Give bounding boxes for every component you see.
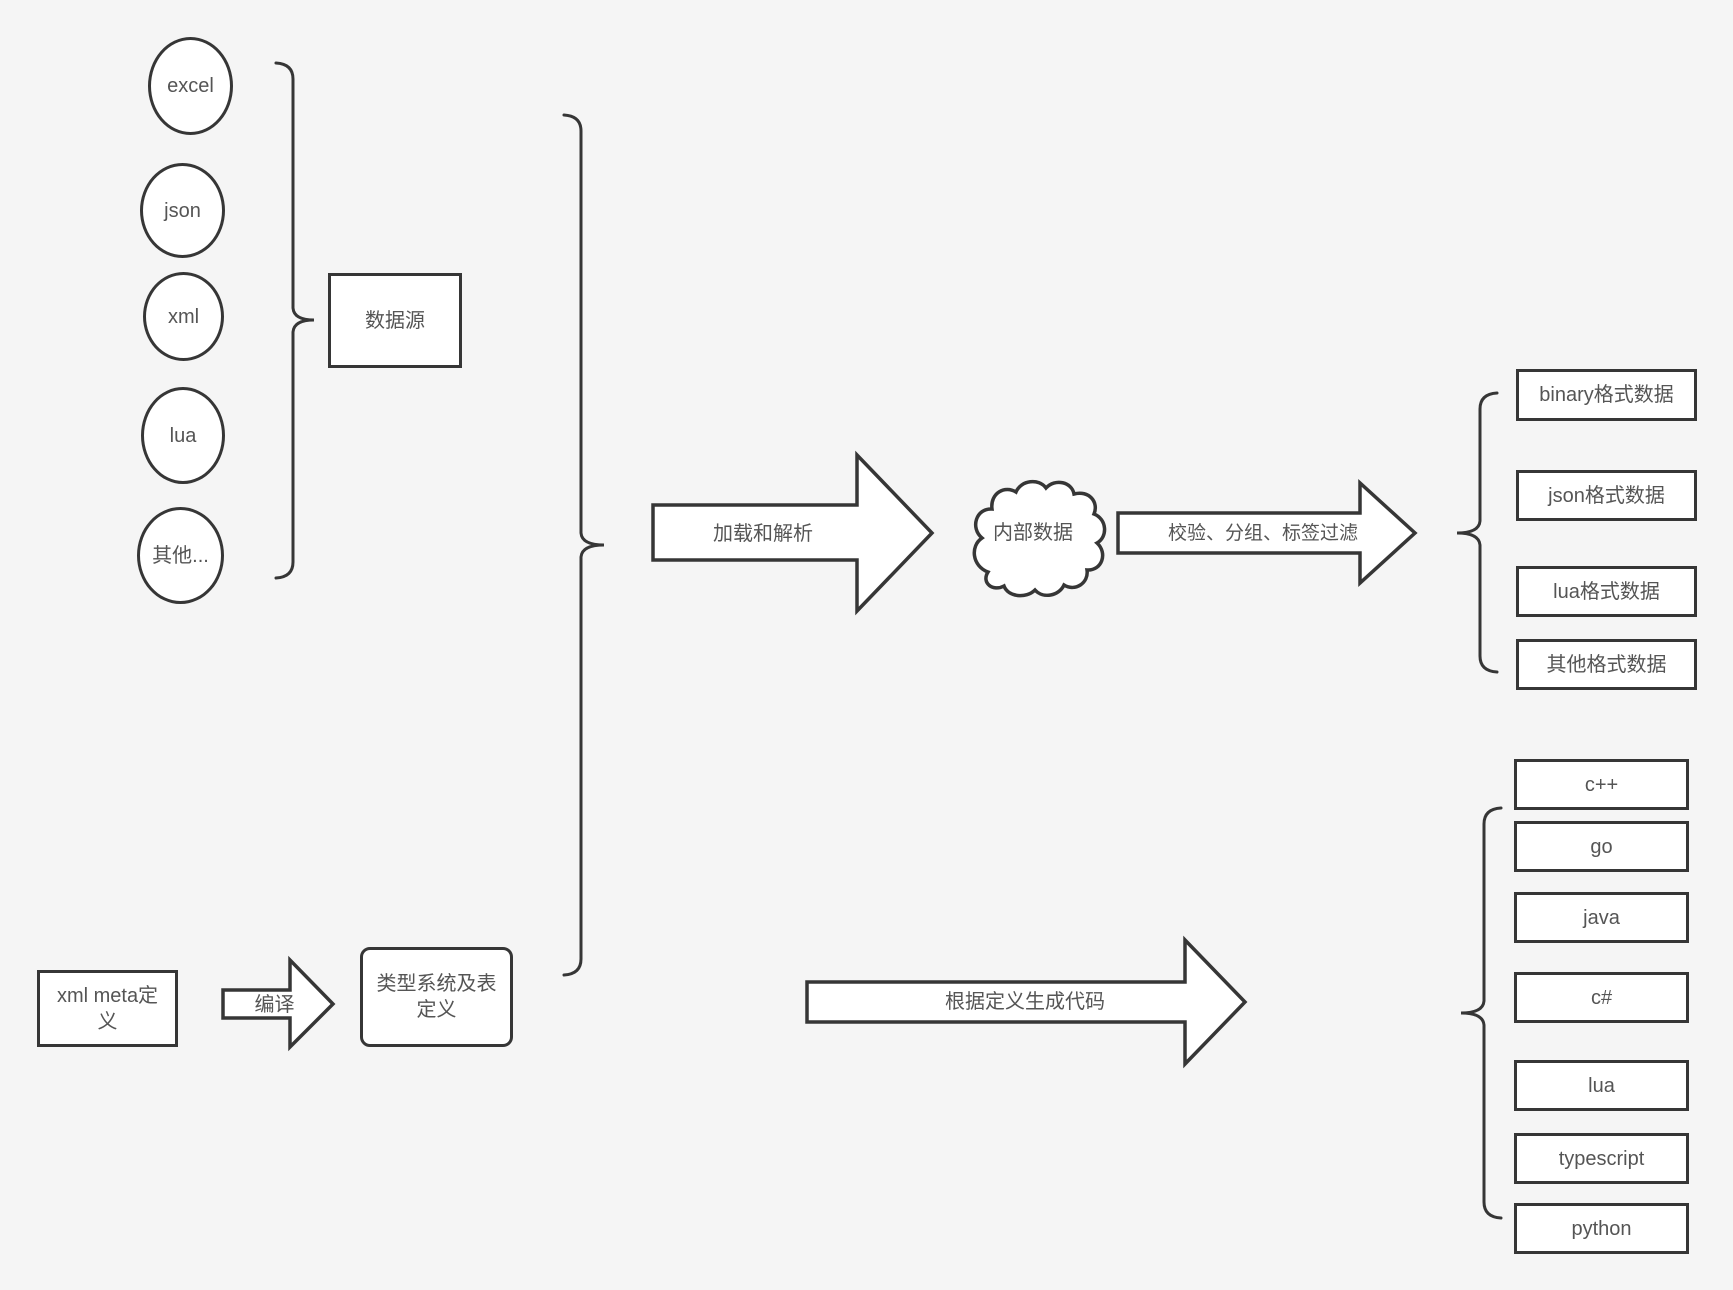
source-ellipse-other: 其他... bbox=[137, 507, 224, 604]
output-box-binary: binary格式数据 bbox=[1516, 369, 1697, 421]
type-system-box: 类型系统及表定义 bbox=[360, 947, 513, 1047]
code-outputs-brace bbox=[1460, 806, 1503, 1220]
code-box-csharp: c# bbox=[1514, 972, 1689, 1023]
filter-arrow bbox=[1116, 479, 1418, 587]
code-box-lua: lua bbox=[1514, 1060, 1689, 1111]
source-ellipse-json: json bbox=[140, 163, 225, 258]
code-box-java: java bbox=[1514, 892, 1689, 943]
code-box-python: python bbox=[1514, 1203, 1689, 1254]
load-parse-arrow-label: 加载和解析 bbox=[713, 523, 813, 545]
code-box-typescript: typescript bbox=[1514, 1133, 1689, 1184]
data-source-box: 数据源 bbox=[328, 273, 462, 368]
code-box-go: go bbox=[1514, 821, 1689, 872]
output-box-other: 其他格式数据 bbox=[1516, 639, 1697, 690]
load-parse-arrow bbox=[651, 450, 935, 616]
xml-meta-box: xml meta定义 bbox=[37, 970, 178, 1047]
generate-code-arrow bbox=[805, 935, 1248, 1069]
source-ellipse-excel: excel bbox=[148, 37, 233, 135]
source-ellipse-xml: xml bbox=[143, 272, 224, 361]
internal-data-cloud bbox=[972, 479, 1107, 598]
compile-arrow bbox=[221, 955, 336, 1052]
compile-arrow-label: 编译 bbox=[254, 994, 295, 1016]
definitions-brace bbox=[562, 113, 605, 977]
generate-code-arrow-label: 根据定义生成代码 bbox=[945, 991, 1105, 1013]
output-box-lua: lua格式数据 bbox=[1516, 566, 1697, 617]
filter-arrow-label: 校验、分组、标签过滤 bbox=[1167, 523, 1358, 544]
sources-brace bbox=[274, 61, 315, 580]
code-box-cpp: c++ bbox=[1514, 759, 1689, 810]
output-box-json: json格式数据 bbox=[1516, 470, 1697, 521]
source-ellipse-lua: lua bbox=[141, 387, 225, 484]
data-outputs-brace bbox=[1456, 391, 1499, 674]
internal-data-label: 内部数据 bbox=[993, 522, 1073, 544]
